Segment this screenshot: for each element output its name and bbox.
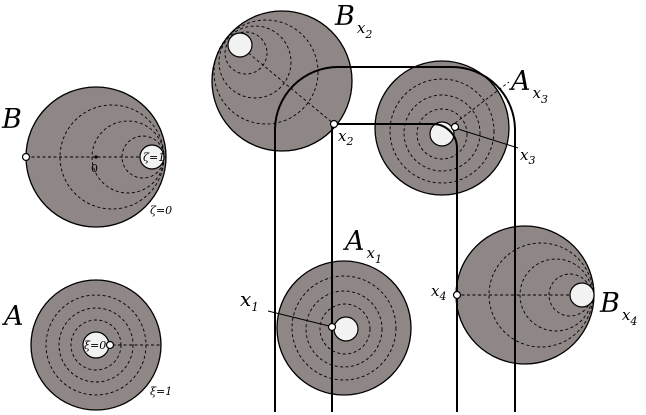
point-x3 [450,122,460,132]
label-x1: x1 [240,287,259,314]
disk-b-x4 [455,225,595,365]
label-x3: x3 [520,146,535,167]
label-a: A [1,301,24,332]
disk-a-x3 [374,60,510,196]
label-b-origin: 0 [91,162,98,175]
leader-x3 [457,128,519,149]
disk-b-origin-dot [94,155,98,159]
label-x2: x2 [338,127,353,148]
disk-a-point [105,340,115,350]
disk-a-x1 [276,260,412,396]
disk-b-x2 [211,10,353,152]
disk-a [30,279,162,411]
point-x4 [452,290,462,300]
label-xi-1: ξ=1 [150,385,172,398]
label-x4: x4 [431,282,446,303]
label-xi-0: ξ=0 [84,339,106,352]
outer-path [274,66,516,412]
label-zeta-0: ζ=0 [150,204,172,217]
disk-b [21,86,167,228]
label-zeta-1: ζ=1 [143,151,165,164]
point-x2 [329,119,339,129]
leader-x1 [267,310,330,327]
point-x1 [327,322,337,332]
inner-path [331,123,458,412]
disk-b-boundary-point [21,152,31,162]
label-b: B [1,104,22,135]
